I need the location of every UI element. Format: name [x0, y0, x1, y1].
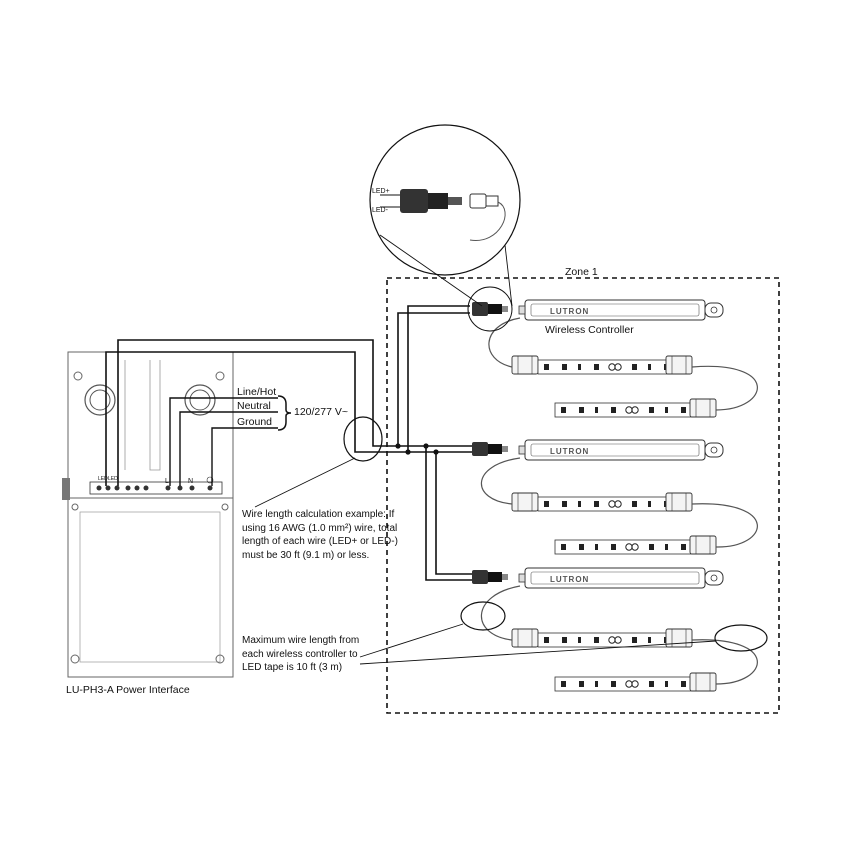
wire-length-callout-ellipse: [343, 416, 383, 462]
wireless-controller-3: LUTRON: [518, 567, 724, 589]
wire-length-note: Wire length calculation example: If usin…: [242, 509, 398, 561]
zone-boundary: [386, 277, 780, 714]
brand-logo-3: LUTRON: [550, 575, 589, 584]
wireless-controller-1: LUTRON: [518, 299, 724, 321]
max-length-callout-ellipse-1: [460, 601, 506, 631]
max-wire-length-note: Maximum wire length from each wireless c…: [242, 635, 360, 673]
label-led-plus: LED+: [372, 188, 390, 195]
led-tape-row-1: [511, 355, 717, 418]
wireless-controller-2: LUTRON: [518, 439, 724, 461]
led-feed-wires: [105, 305, 472, 581]
power-interface-label: LU-PH3-A Power Interface: [66, 684, 190, 696]
dc-jack-3: [472, 570, 508, 584]
terminal-label-led-2: LED: [108, 476, 118, 482]
connector-detail-callout: LED+ LED-: [369, 124, 521, 332]
zone-label: Zone 1: [565, 266, 598, 278]
terminal-label-led: LED: [98, 476, 108, 482]
brand-logo-1: LUTRON: [550, 307, 589, 316]
dc-jack-1: [472, 302, 508, 316]
voltage-label: 120/277 V~: [294, 406, 348, 418]
terminal-label-l: L: [165, 478, 169, 485]
wire-length-callout-line: [254, 457, 356, 508]
ac-input-wires: [169, 397, 278, 486]
controller-label: Wireless Controller: [545, 324, 634, 336]
neutral-label: Neutral: [237, 400, 271, 412]
led-tape-row-2: [511, 492, 717, 555]
max-length-callout-ellipse-2: [714, 624, 768, 652]
brand-logo-2: LUTRON: [550, 447, 589, 456]
line-hot-label: Line/Hot: [237, 386, 276, 398]
ground-label: Ground: [237, 416, 272, 428]
label-led-minus: LED-: [372, 207, 389, 214]
dc-jack-2: [472, 442, 508, 456]
ground-symbol-icon: [206, 476, 214, 484]
led-tape-row-3: [511, 628, 717, 692]
voltage-brace: [277, 395, 292, 431]
terminal-label-n: N: [188, 478, 193, 485]
power-interface-enclosure: LED LED L N: [62, 351, 234, 678]
